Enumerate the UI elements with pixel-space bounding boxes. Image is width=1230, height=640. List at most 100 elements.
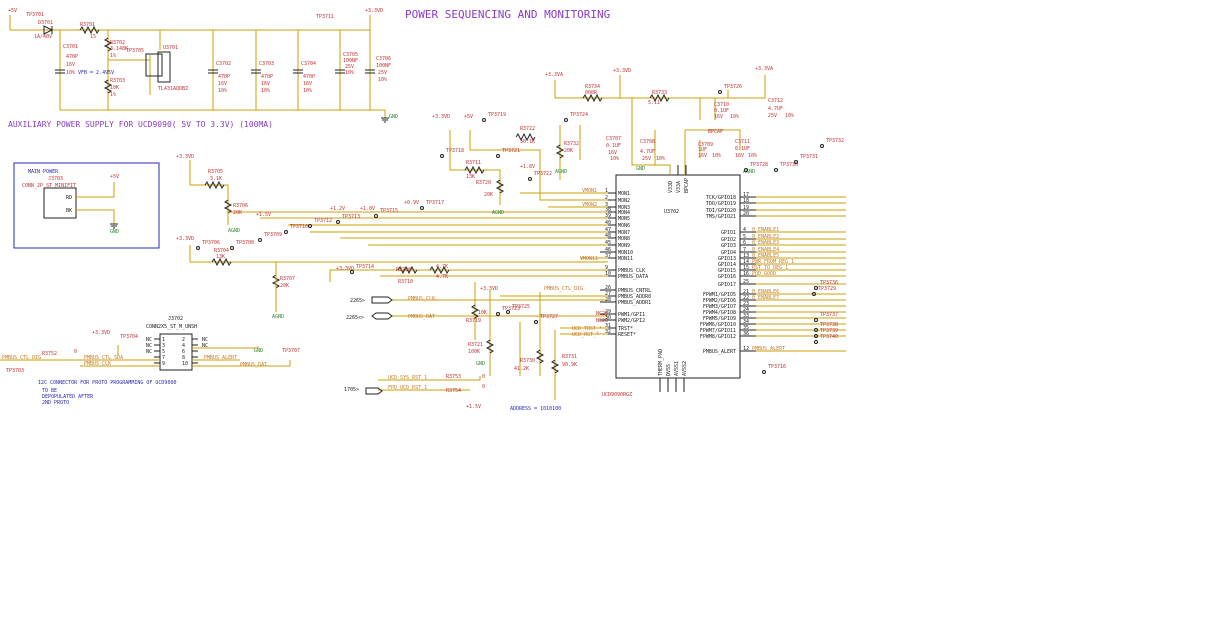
r3734-symbol [582,93,603,103]
r3719-val: 10K [478,310,487,316]
r3711-val: 13K [466,174,475,180]
ucd-top-pin-name: V33A [676,181,682,193]
c3703-v3: 10% [261,88,270,94]
test-point-label: TP3717 [426,200,444,206]
r3708-ref: R3708 [396,267,411,273]
test-point-label: TP3716 [768,364,786,370]
ucd-right-pin-name: GPIO17 [718,282,736,288]
pmbus-3v3-b: +3.3VD [480,286,498,292]
ucd-right-pin-number: 18 [743,198,749,204]
r3720-val: 20K [484,192,493,198]
r3704-symbol [211,257,232,267]
pmbus-port-2265b: 2265<> [346,315,364,321]
r3720-symbol [495,179,505,194]
test-point-marker [420,206,424,210]
ucd-left-pin-number: 45 [605,240,611,246]
r3710-ref: R3710 [398,279,413,285]
j3702-right-pin-number: 8 [182,355,185,361]
vfb-note: VFB = 2.495V [78,70,114,76]
c3705-ref: C3705 [343,52,358,58]
r3701-label: R3701 [80,22,95,28]
net-3v3d-top: +3.3VD [613,68,631,74]
gpio-net-label: 0 ENABLE7 [752,295,779,301]
test-point-label: TP3738 [820,322,838,328]
pmbus-port-2265a: 2265> [350,298,365,304]
test-point-label: TP3721 [502,148,520,154]
c3712-v1: 4.7UF [768,106,783,112]
supply-bypass: +3.3VA +3.3VD +3.3VA R3734 000R R3733 5.… [545,66,794,175]
supply-gnd: GND [636,166,645,172]
r3721-symbol [485,339,495,354]
pmbus-nc28: NC28 [596,318,608,324]
c3712-v2: 25V [768,113,777,119]
net-09v: +0.9V [404,200,419,206]
tp3701-label: TP3701 [26,12,44,18]
c3707-v3: 10% [610,156,619,162]
i2c-nc-5: NC [202,343,208,349]
c3703-ref: C3703 [259,61,274,67]
dat-connector-icon [371,312,393,320]
ucd-right-pin-number: 19 [743,205,749,211]
agnd-d: AGND [555,169,567,175]
test-point-marker [258,238,262,242]
c3710-ref: C3710 [714,102,729,108]
ucd-left-pin-name: MON2 [618,198,630,204]
test-point-label: TP3714 [356,264,374,270]
ucd-left-pin-name: MON11 [618,256,633,262]
r3704-ref: R3704 [214,248,229,254]
ucd-right-pin-name: FPWM1/GPIO5 [703,292,736,298]
c3712-v3: 10% [785,113,794,119]
r3719-symbol [470,304,480,319]
ucd-right-pin-number: 23 [743,301,749,307]
c3704-ref: C3704 [301,61,316,67]
r3711-ref: R3711 [466,160,481,166]
r3734-ref: R3734 [585,84,600,90]
r3705-symbol [204,180,225,190]
r3753-ref: R3753 [446,374,461,380]
c3706-v3: 10% [378,77,387,83]
ucd-left-pin-name: MON4 [618,210,630,216]
net-vmon11: VMON11 [580,256,598,262]
c3702-v1: 470P [218,74,230,80]
ucd-top-pin-name: V33D [668,181,674,193]
r3730-val: 41.2K [514,366,529,372]
test-point-marker [744,168,748,172]
c3707-v2: 16V [608,150,617,156]
c3707-v1: 0.1UF [606,143,621,149]
j3702-left-pin-number: 9 [162,361,165,367]
ucd-left-pin-number: 1 [605,188,608,194]
ucd-right-pin-name: TDO/GPIO19 [706,201,736,207]
ucd-left-pin-name: RESET* [618,332,636,338]
j3703-ref: J3703 [48,176,63,182]
c3705-v1: 100NF [343,58,358,64]
c3712-ref: C3712 [768,98,783,104]
ucd-left-pin-name: PMBUS_CLK [618,268,645,274]
r3702-symbol [103,37,113,52]
r3710-val: 4.7K [436,274,448,280]
r3730-ref: R3730 [520,358,535,364]
net-5v-b: +5V [464,114,473,120]
net-3v3-b: +3.3VD [176,236,194,242]
ucd-bottom-pin-name: THERM_PAD [658,349,664,376]
ucd-left-pin-number: 9 [605,265,608,271]
ucd-right-pin-number: 14 [743,259,749,265]
ucd-left-pin-name: MON1 [618,191,630,197]
gpio-net-label: PWR_FROM_REG_1 [752,259,794,265]
j3702-left-pin-number: 5 [162,349,165,355]
gpio-net-label: POD_GOOD [752,271,776,277]
monitor-network: VMON1 VMON2 VMON11 R3705 3.1K R3706 20K … [176,114,608,320]
i2c-sig5: PMBUS_DAT [240,362,267,368]
ucd9090-ref: U3702 [664,209,679,215]
ucd-right-pin-number: 22 [743,295,749,301]
net-18v: +1.8V [520,164,535,170]
pmbus-gnd: GND [476,361,485,367]
test-point-label: TP3713 [342,214,360,220]
main-power-section: MAIN POWER J3703 CONN_2P_ST_MINIFIT RD B… [13,162,160,249]
test-point-label: TP3740 [820,334,838,340]
aux-caption: AUXILIARY POWER SUPPLY FOR UCD9090( 5V T… [8,120,273,129]
i2c-note2: DEPOPULATED AFTER [42,394,94,400]
ucd-right-pin-number: 15 [743,265,749,271]
ucd-left-pin-number: 30 [605,315,611,321]
